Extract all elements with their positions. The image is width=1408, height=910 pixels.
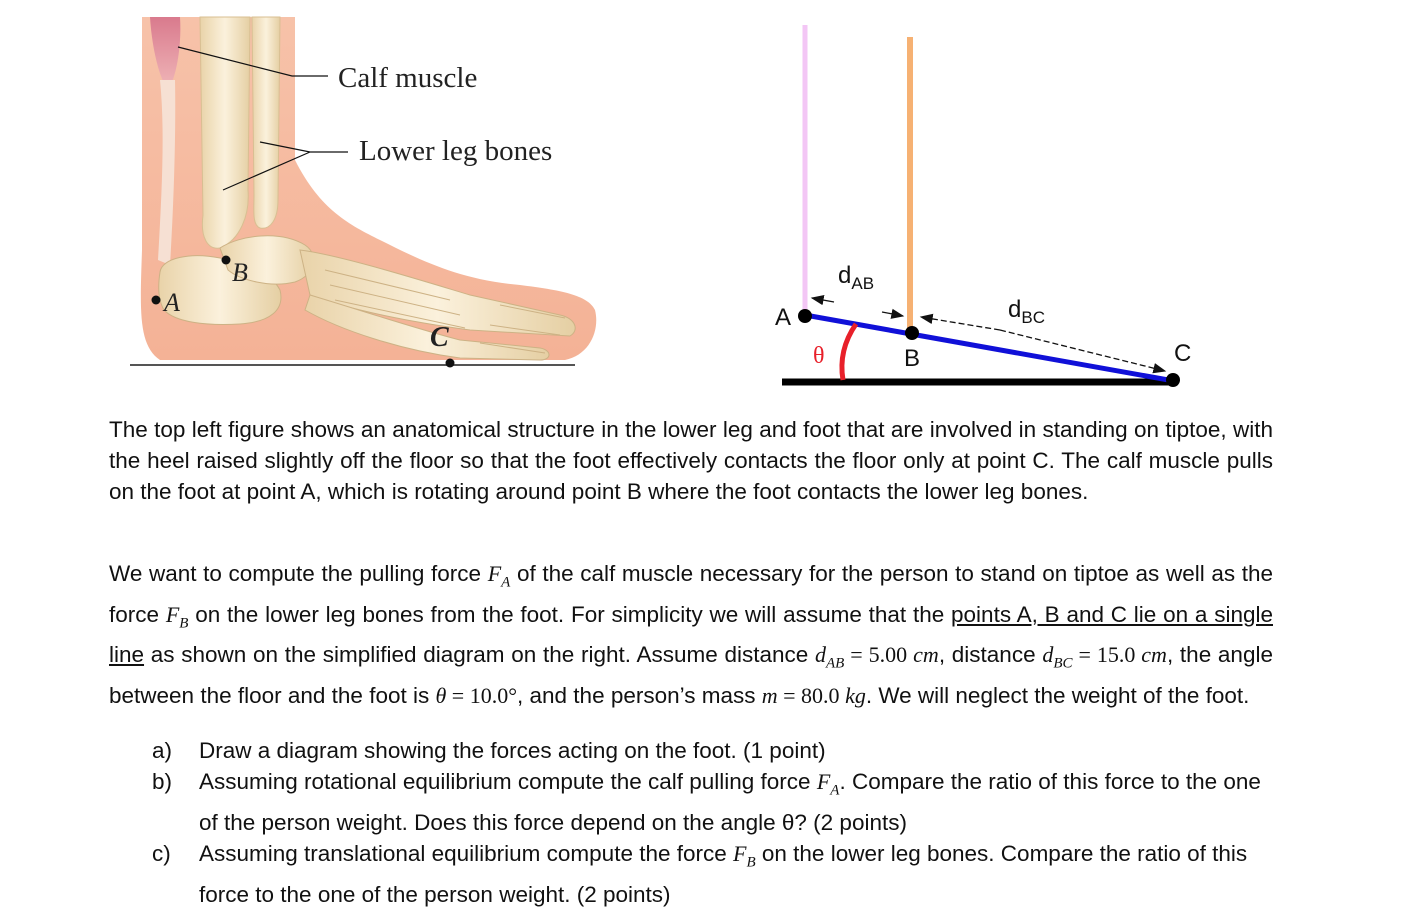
question-text: Draw a diagram showing the forces acting… bbox=[199, 738, 826, 763]
diagram-label-theta: θ bbox=[813, 343, 825, 369]
anatomy-point-b bbox=[221, 255, 231, 265]
diagram-label-b: B bbox=[904, 345, 921, 372]
dbc-arrow-2 bbox=[999, 329, 1167, 374]
leg-bones bbox=[199, 16, 281, 249]
diagram-point-a bbox=[798, 309, 812, 323]
anatomy-point-a bbox=[151, 295, 161, 305]
dab-arrow bbox=[810, 294, 835, 306]
dbc-arrow bbox=[919, 313, 1001, 331]
question-item: a) Draw a diagram showing the forces act… bbox=[152, 735, 1274, 766]
calf-muscle bbox=[150, 17, 181, 90]
label-lower-leg-bones: Lower leg bones bbox=[359, 135, 553, 167]
simplified-diagram bbox=[782, 25, 1180, 387]
question-item: c) Assuming translational equilibrium co… bbox=[152, 838, 1274, 910]
foot-line bbox=[804, 312, 1175, 384]
question-label: c) bbox=[152, 841, 171, 867]
diagram-label-dab: dAB bbox=[838, 262, 875, 293]
paragraph-problem: We want to compute the pulling force FA … bbox=[109, 561, 1273, 709]
question-list: a) Draw a diagram showing the forces act… bbox=[152, 735, 1274, 910]
label-calf-muscle: Calf muscle bbox=[338, 62, 478, 94]
anatomy-figure bbox=[130, 16, 597, 368]
question-item: b) Assuming rotational equilibrium compu… bbox=[152, 766, 1274, 838]
anatomy-label-c: C bbox=[430, 322, 449, 353]
diagram-label-a: A bbox=[775, 304, 792, 331]
foot-bones bbox=[299, 249, 576, 361]
diagram-point-b bbox=[905, 326, 919, 340]
diagram-point-c bbox=[1166, 373, 1180, 387]
dab-arrow-2 bbox=[881, 308, 905, 319]
underlined-assumption: points A, B and C lie on a single line bbox=[109, 601, 1273, 668]
angle-arc bbox=[839, 322, 859, 381]
diagram-label-c: C bbox=[1174, 340, 1192, 367]
anatomy-point-c bbox=[445, 358, 455, 368]
label-leaders bbox=[177, 46, 348, 191]
anatomy-label-a: A bbox=[164, 288, 180, 317]
achilles-tendon bbox=[158, 80, 176, 265]
question-label: a) bbox=[152, 738, 173, 763]
diagram-label-dbc: dBC bbox=[1008, 296, 1045, 327]
anatomy-label-b: B bbox=[232, 258, 248, 287]
question-label: b) bbox=[152, 769, 173, 795]
paragraph-intro: The top left figure shows an anatomical … bbox=[109, 417, 1273, 505]
